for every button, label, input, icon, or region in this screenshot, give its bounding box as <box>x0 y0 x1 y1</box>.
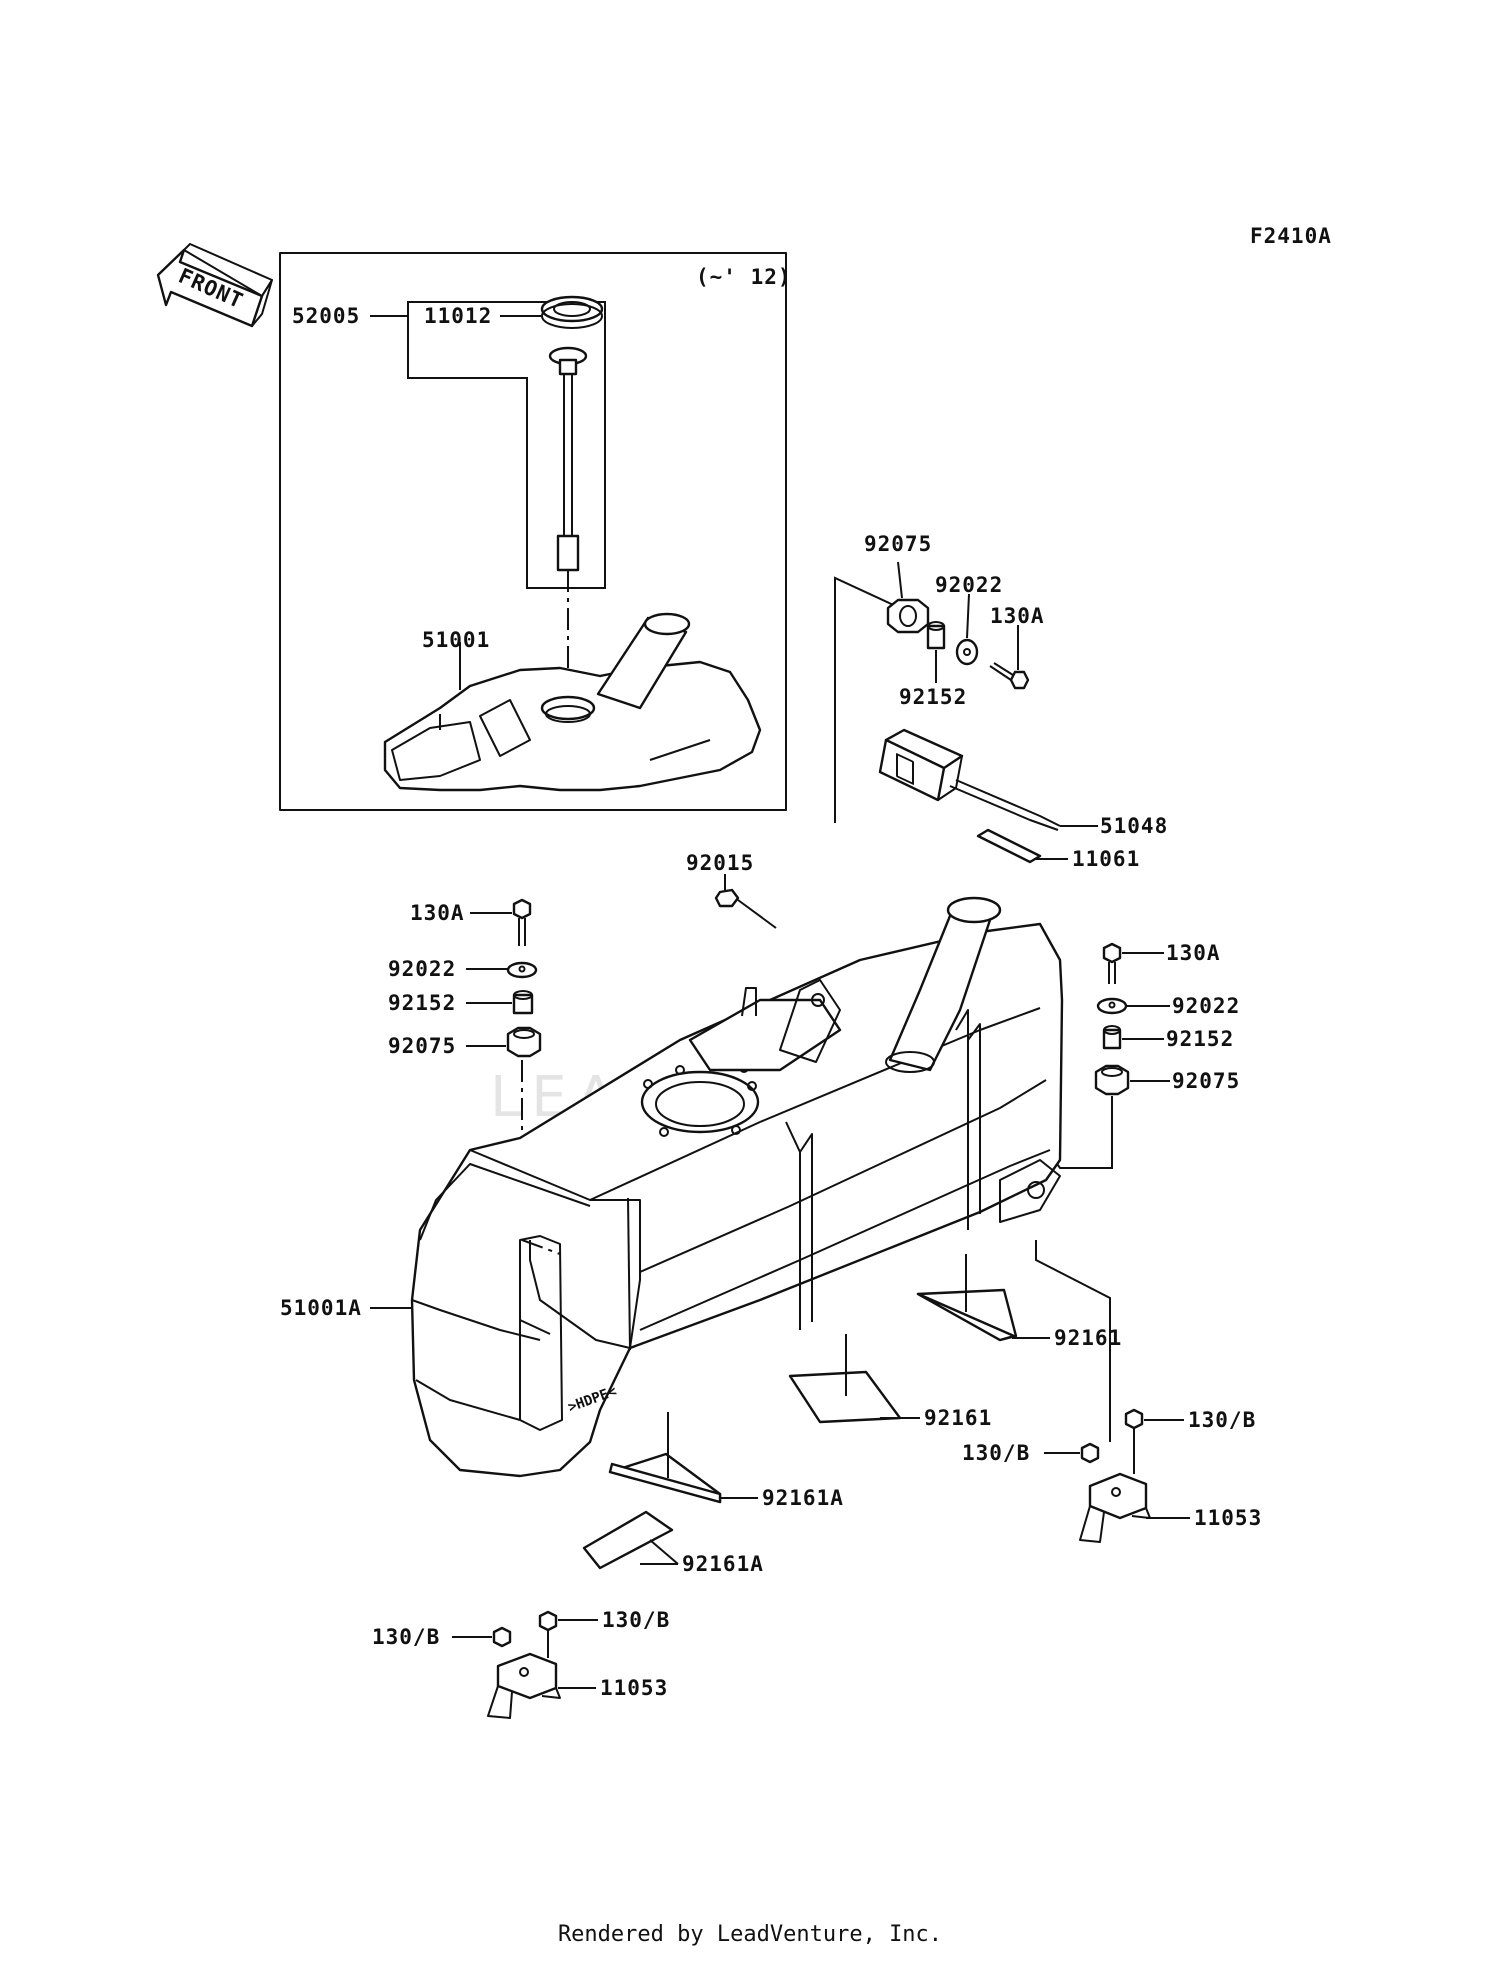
washer-icon <box>506 961 538 979</box>
inset-frame <box>279 252 787 811</box>
label-130A-top: 130A <box>990 604 1045 628</box>
label-92161A-a: 92161A <box>762 1486 844 1510</box>
filler-cap-label-icon <box>878 728 1061 831</box>
label-130B-l1: 130/B <box>602 1608 670 1632</box>
label-92022-top: 92022 <box>935 573 1003 597</box>
label-92022-left: 92022 <box>388 957 456 981</box>
label-92075-left: 92075 <box>388 1034 456 1058</box>
label-92161A-b: 92161A <box>682 1552 764 1576</box>
mounting-bracket-icon <box>487 1652 561 1719</box>
label-92075-right: 92075 <box>1172 1069 1240 1093</box>
nut-icon <box>714 888 740 908</box>
label-92075-top: 92075 <box>864 532 932 556</box>
front-arrow-icon: FRONT <box>156 243 273 328</box>
bolt-icon <box>492 1626 512 1648</box>
label-51001: 51001 <box>422 628 490 652</box>
diagram-code: F2410A <box>1250 224 1332 248</box>
fuel-tank-old-icon <box>383 612 762 792</box>
tank-pad-icon <box>582 1510 674 1570</box>
inset-note: (~' 12) <box>696 265 792 289</box>
bolt-icon <box>512 898 532 946</box>
label-92161-a: 92161 <box>1054 1326 1122 1350</box>
label-130B-r2: 130/B <box>962 1441 1030 1465</box>
grommet-icon <box>1094 1064 1130 1096</box>
washer-icon <box>1096 997 1128 1015</box>
fuel-tank-icon: >HDPE< <box>410 896 1064 1478</box>
label-51048: 51048 <box>1100 814 1168 838</box>
bolt-icon <box>1080 1442 1100 1464</box>
tank-pad-icon <box>608 1452 722 1504</box>
label-11061: 11061 <box>1072 847 1140 871</box>
label-11012: 11012 <box>424 304 492 328</box>
label-92152-left: 92152 <box>388 991 456 1015</box>
washer-icon <box>955 638 979 666</box>
label-51001A: 51001A <box>280 1296 362 1320</box>
label-11053-r: 11053 <box>1194 1506 1262 1530</box>
gasket-ring-icon <box>540 295 604 329</box>
label-52005: 52005 <box>292 304 360 328</box>
fuel-gauge-sender-icon <box>548 346 588 572</box>
grommet-icon <box>506 1026 542 1058</box>
label-130A-right: 130A <box>1166 941 1221 965</box>
mounting-bracket-icon <box>1079 1472 1151 1543</box>
tank-pad-icon <box>916 1288 1018 1342</box>
label-130A-left: 130A <box>410 901 465 925</box>
label-130B-r1: 130/B <box>1188 1408 1256 1432</box>
collar-icon <box>926 621 946 650</box>
bolt-icon <box>1102 942 1122 984</box>
bolt-icon <box>1124 1408 1144 1474</box>
label-92015: 92015 <box>686 851 754 875</box>
label-92152-right: 92152 <box>1166 1027 1234 1051</box>
collar-icon <box>1102 1025 1122 1050</box>
label-92161-b: 92161 <box>924 1406 992 1430</box>
label-92152-top: 92152 <box>899 685 967 709</box>
bolt-icon <box>538 1610 558 1658</box>
grommet-icon <box>886 598 930 634</box>
collar-icon <box>512 990 534 1015</box>
label-11053-l: 11053 <box>600 1676 668 1700</box>
footer-credit: Rendered by LeadVenture, Inc. <box>557 1922 943 1947</box>
filler-seal-icon <box>976 828 1042 864</box>
label-130B-l2: 130/B <box>372 1625 440 1649</box>
bolt-icon <box>989 662 1030 690</box>
label-92022-right: 92022 <box>1172 994 1240 1018</box>
